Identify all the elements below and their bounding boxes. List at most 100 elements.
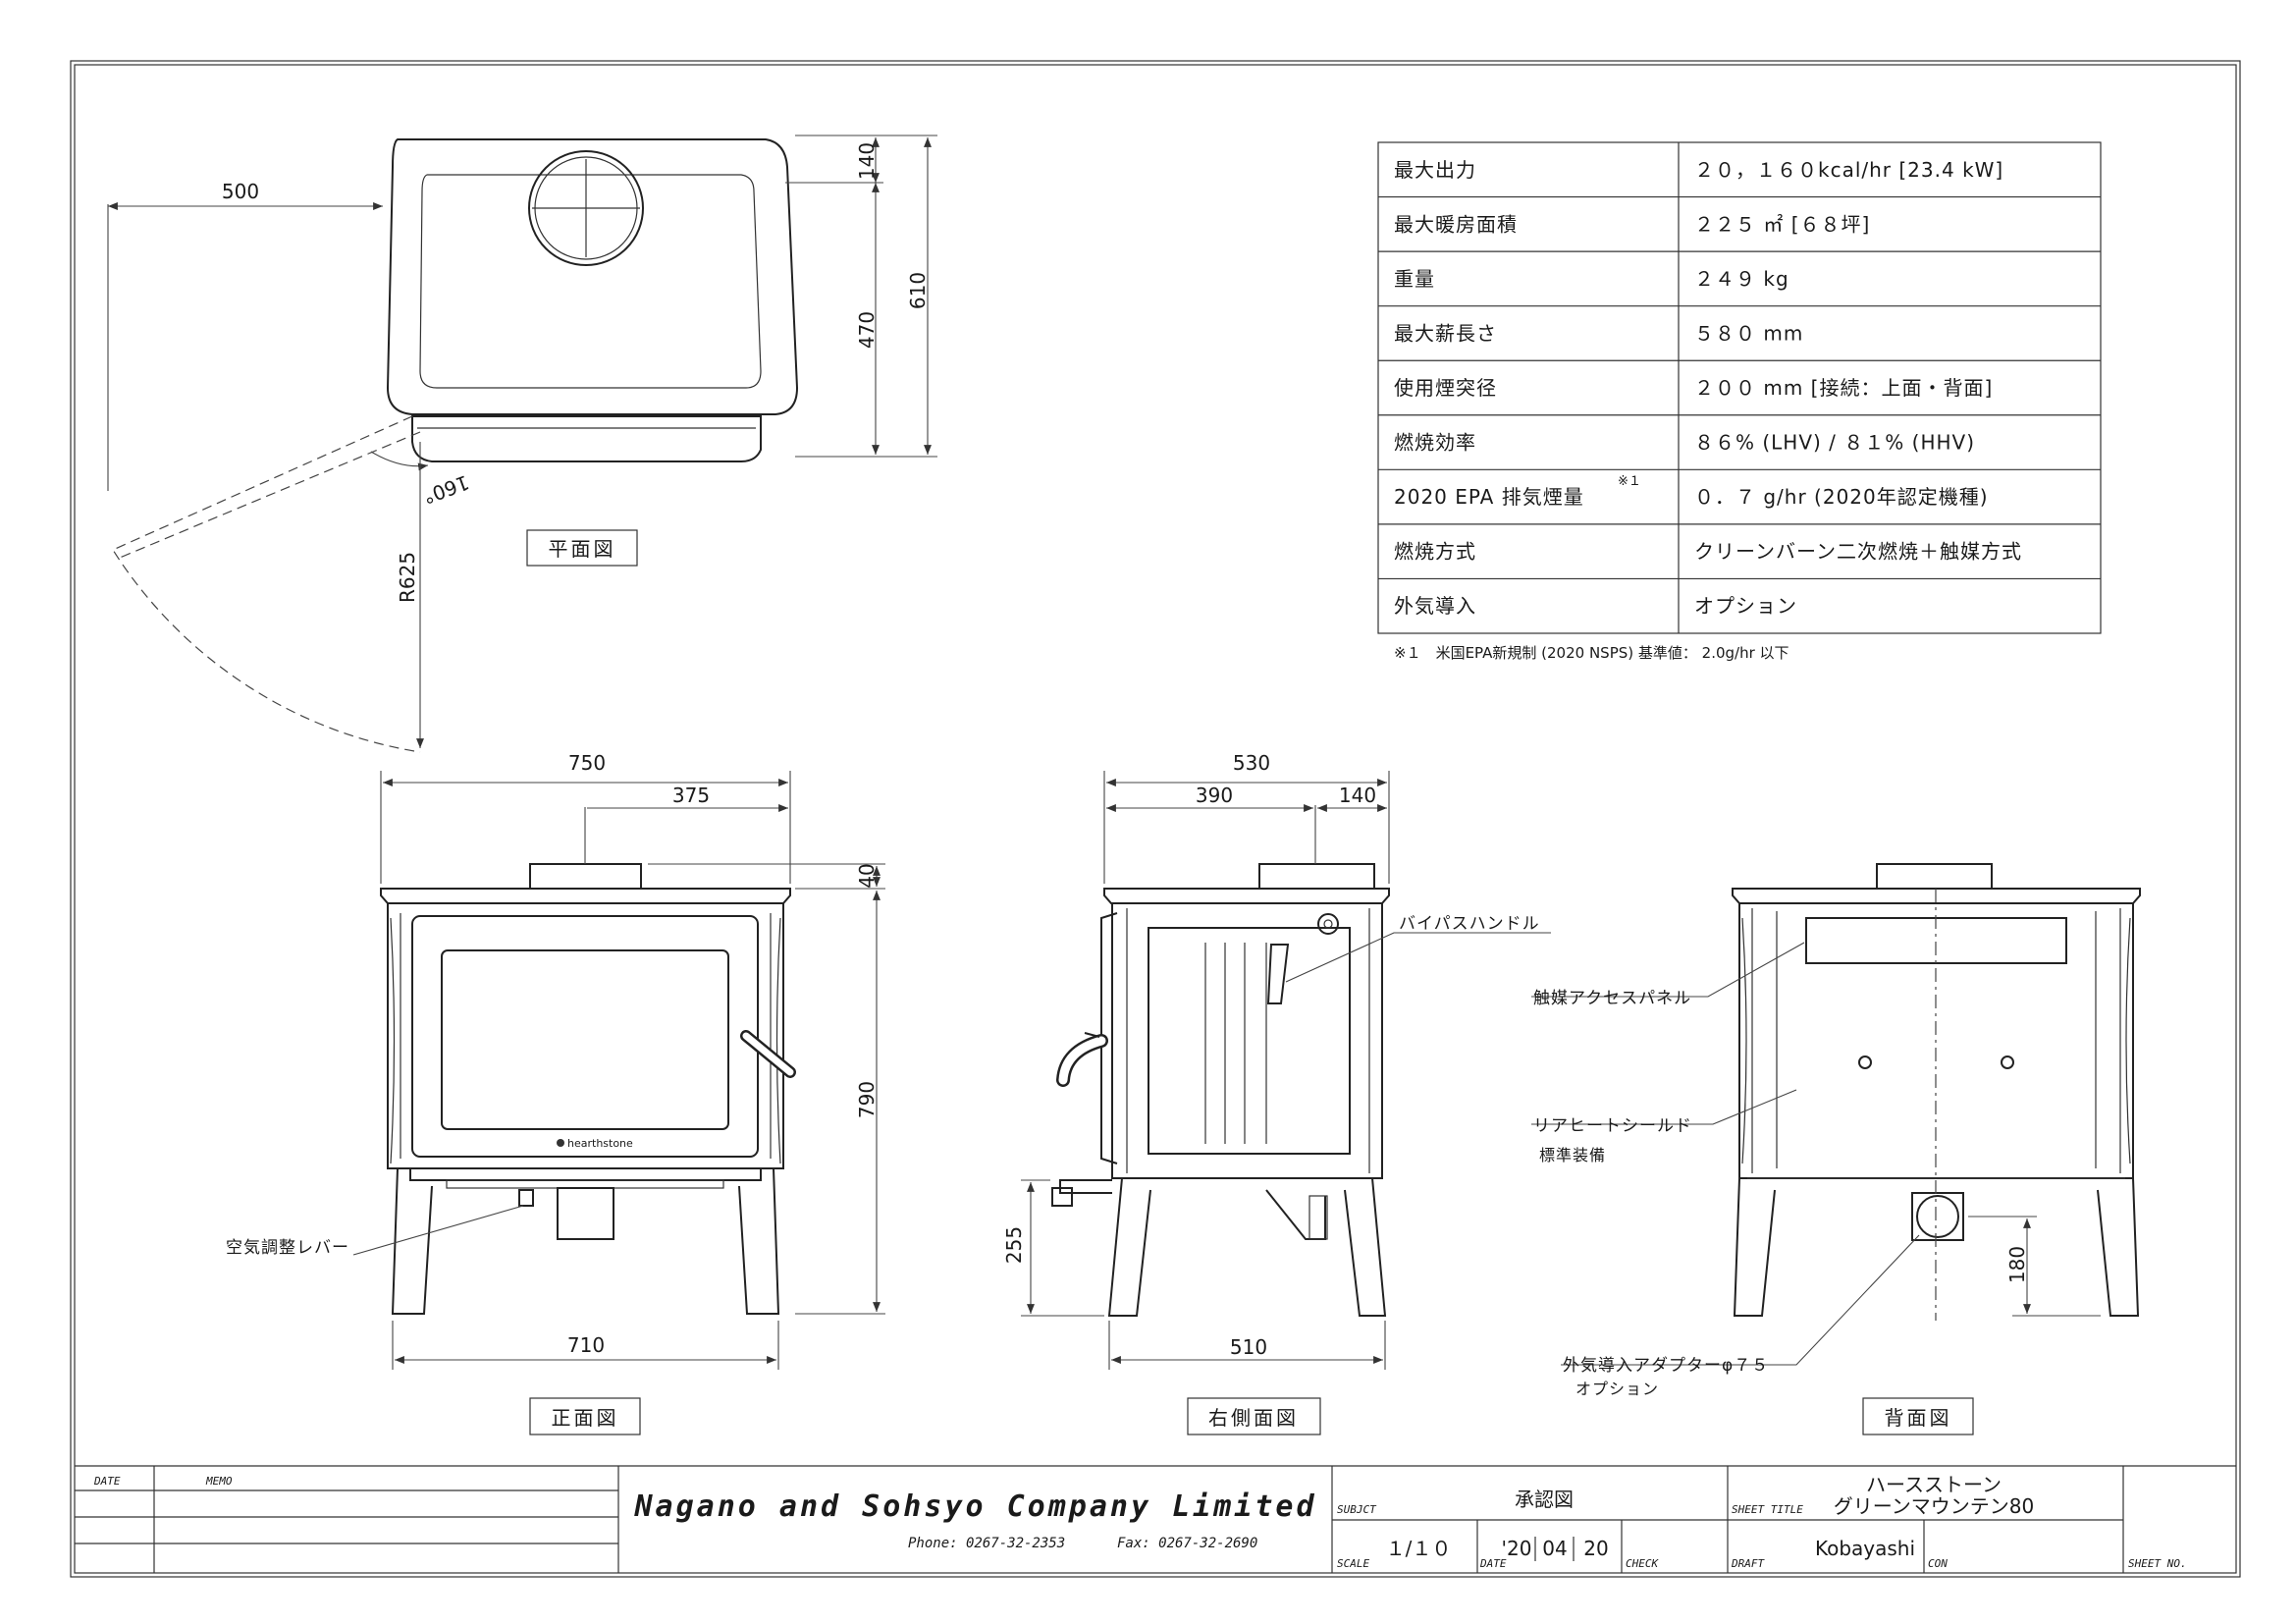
front-height-value: 790 — [855, 1081, 879, 1118]
spec-value: クリーンバーン二次燃焼＋触媒方式 — [1694, 540, 2022, 564]
spec-value: ２０，１６０kcal/hr [23.4 kW] — [1694, 158, 2003, 182]
front-flue-collar — [529, 863, 642, 890]
draft-value: Kobayashi — [1815, 1537, 1915, 1560]
sheet-no-label: SHEET NO. — [2128, 1557, 2187, 1570]
back-bolt-right — [2001, 1056, 2014, 1069]
plan-flue-collar — [528, 150, 644, 266]
spec-label: 外気導入 — [1394, 594, 1476, 618]
front-logo-text: hearthstone — [567, 1137, 633, 1150]
title-block: DATE MEMO Nagano and Sohsyo Company Limi… — [75, 1465, 2236, 1573]
side-depth-a-value: 390 — [1196, 784, 1233, 807]
side-view-label-box — [1187, 1397, 1321, 1435]
front-top-plate — [380, 888, 791, 904]
spec-label: 燃焼方式 — [1394, 540, 1476, 564]
spec-footnote-mark: ※１ — [1618, 474, 1641, 489]
front-view-label: 正面図 — [552, 1406, 619, 1430]
date-month: 04 — [1542, 1537, 1567, 1560]
plan-width-value: 500 — [222, 180, 259, 203]
side-leg-front — [1107, 1177, 1151, 1317]
front-base-width-value: 710 — [567, 1333, 605, 1357]
plan-front-lip — [411, 415, 762, 462]
con-label: CON — [1928, 1557, 1948, 1570]
back-adapter-height-value: 180 — [2005, 1246, 2029, 1283]
company-name: Nagano and Sohsyo Company Limited — [633, 1489, 1316, 1524]
memo-label: MEMO — [205, 1475, 233, 1488]
subject-label: SUBJCT — [1337, 1503, 1377, 1516]
front-leg-left — [391, 1167, 433, 1315]
check-label: CHECK — [1626, 1557, 1659, 1570]
back-bolt-left — [1858, 1056, 1872, 1069]
scale-value: １/１０ — [1386, 1537, 1452, 1560]
side-bypass-knob — [1317, 913, 1339, 935]
spec-label: 重量 — [1394, 267, 1435, 291]
front-air-lever-callout: 空気調整レバー — [226, 1238, 349, 1258]
date-label: DATE — [93, 1475, 121, 1488]
plan-view-label: 平面図 — [549, 537, 616, 561]
side-bypass-callout: バイパスハンドル — [1399, 914, 1540, 934]
side-flue-collar — [1258, 863, 1375, 890]
side-depth-b-value: 140 — [1339, 784, 1376, 807]
spec-label: 2020 EPA 排気煙量 — [1394, 485, 1584, 509]
front-view: hearthstone 750 375 40 790 710 空気調整レバー 正… — [226, 751, 885, 1435]
back-flue-collar — [1876, 863, 1993, 890]
spec-value: オプション — [1694, 594, 1797, 618]
side-bypass-handle — [1266, 944, 1290, 1004]
plan-radius-value: R625 — [396, 552, 419, 603]
date-year: '20 — [1502, 1537, 1532, 1560]
spec-value: ０．７ g/hr (2020年認定機種) — [1694, 485, 1989, 509]
front-half-width-value: 375 — [672, 784, 710, 807]
back-view-label-box — [1862, 1397, 1974, 1435]
front-air-lever — [518, 1189, 534, 1207]
side-leg-rear — [1344, 1177, 1387, 1317]
subject-value: 承認図 — [1515, 1488, 1574, 1511]
plan-door-swing — [112, 415, 421, 753]
front-glass — [441, 949, 729, 1130]
back-view: 触媒アクセスパネル リアヒートシールド 標準装備 外気導入アダプターφ７５ オプ… — [1531, 863, 2141, 1435]
spec-value: ５８０ mm — [1694, 321, 1803, 345]
back-heatshield-note: 標準装備 — [1539, 1146, 1606, 1164]
hearthstone-logo-icon — [557, 1139, 564, 1147]
plan-total-depth-value: 610 — [906, 272, 930, 309]
spec-label: 燃焼効率 — [1394, 431, 1476, 455]
side-view-label: 右側面図 — [1208, 1406, 1299, 1430]
plan-front-depth-value: 140 — [855, 142, 879, 180]
back-view-label: 背面図 — [1885, 1406, 1952, 1430]
side-leg-height-value: 255 — [1002, 1226, 1026, 1264]
side-view: 530 390 140 255 510 バイパスハンドル 右側面図 — [1002, 751, 1551, 1435]
spec-value: ２４９ kg — [1694, 267, 1789, 291]
front-base-rail — [409, 1167, 762, 1181]
spec-value: ８６% (LHV) / ８１% (HHV) — [1694, 431, 1975, 455]
sheet-title-line1: ハースストーン — [1866, 1473, 2002, 1496]
spec-label: 最大薪長さ — [1394, 321, 1497, 345]
side-top-plate — [1103, 888, 1390, 904]
front-door — [411, 915, 759, 1158]
plan-angle-value: 160° — [420, 470, 472, 509]
back-leg-left — [1733, 1177, 1776, 1317]
side-base-depth-value: 510 — [1230, 1335, 1267, 1359]
side-body — [1111, 903, 1383, 1179]
back-air-adapter — [1911, 1192, 1964, 1241]
spec-label: 最大出力 — [1394, 158, 1476, 182]
spec-value: ２２５ ㎡ [６８坪] — [1694, 212, 1870, 236]
plan-view: 500 140 470 610 R625 160° 平面図 — [107, 135, 937, 753]
spec-label: 使用煙突径 — [1394, 376, 1497, 400]
front-top-height-value: 40 — [855, 863, 879, 888]
company-fax: Fax: 0267-32-2690 — [1117, 1536, 1257, 1551]
sheet-title-label: SHEET TITLE — [1732, 1503, 1803, 1516]
spec-label: 最大暖房面積 — [1394, 212, 1518, 236]
back-adapter-note: オプション — [1575, 1380, 1659, 1398]
side-air-lever — [1059, 1179, 1112, 1194]
date-day: 20 — [1583, 1537, 1608, 1560]
plan-view-label-box — [526, 529, 638, 567]
front-leg-right — [738, 1167, 780, 1315]
back-adapter-callout: 外気導入アダプターφ７５ — [1563, 1356, 1769, 1376]
side-total-depth-value: 530 — [1233, 751, 1270, 775]
side-panel — [1148, 927, 1351, 1155]
plan-body-inner — [419, 174, 762, 389]
sheet-title-line2: グリーンマウンテン80 — [1834, 1494, 2034, 1518]
inner-border — [74, 64, 2237, 1574]
scale-label: SCALE — [1337, 1557, 1369, 1570]
front-view-label-box — [529, 1397, 641, 1435]
spec-table: 最大出力 ２０，１６０kcal/hr [23.4 kW] 最大暖房面積 ２２５ ㎡ [… — [1377, 141, 2102, 662]
